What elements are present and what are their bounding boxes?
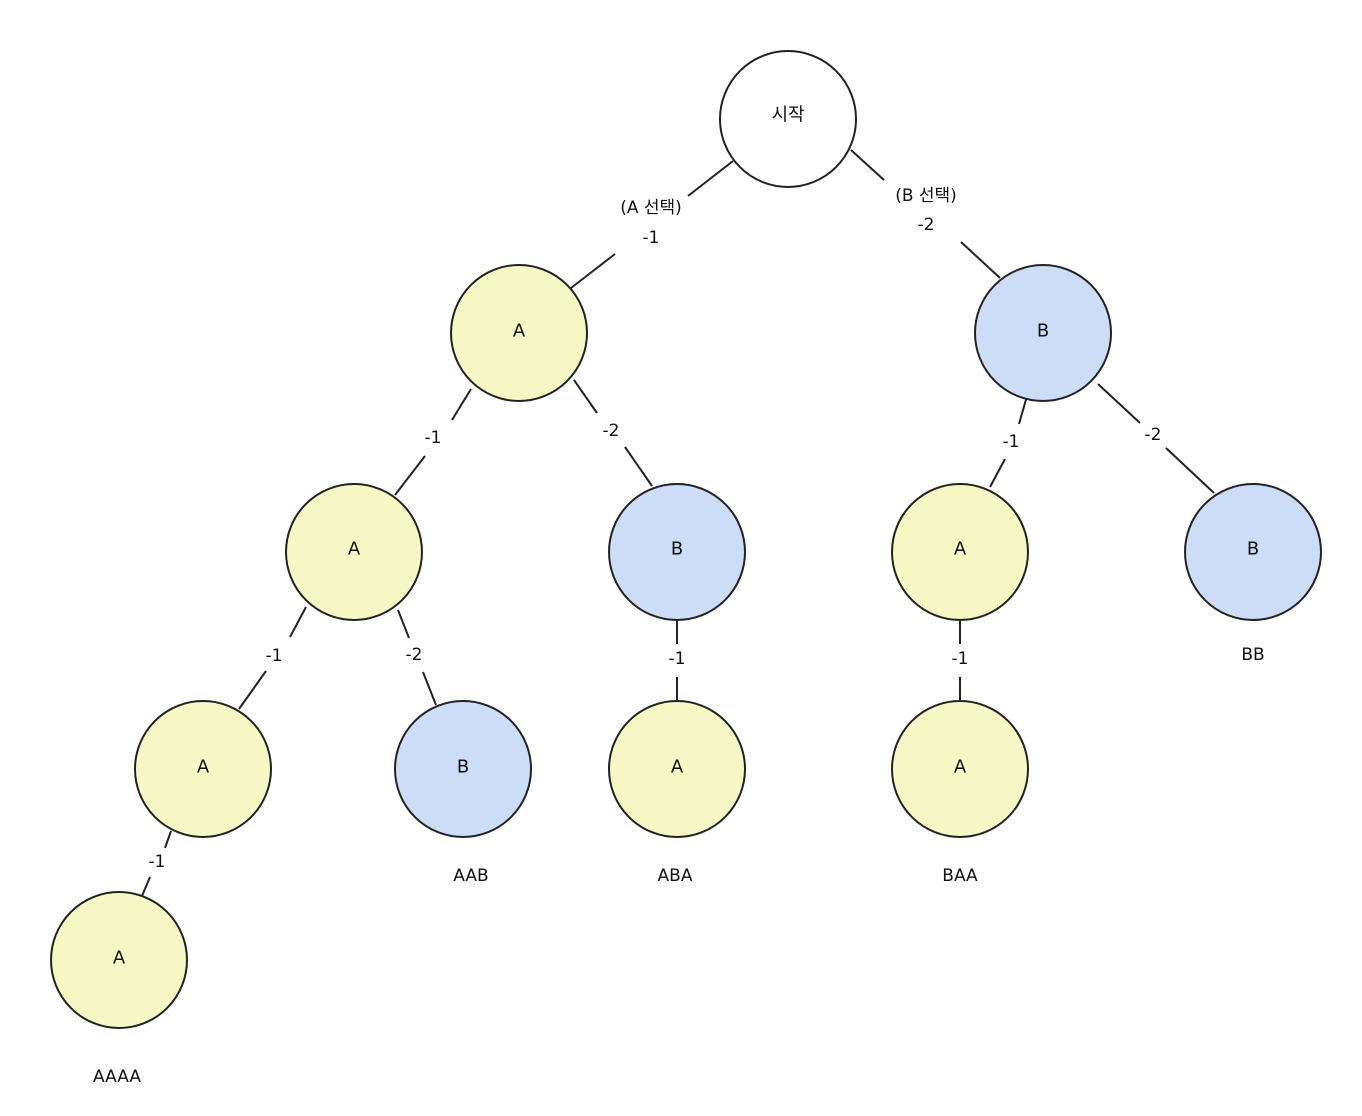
edge-label-b-bb: -2 — [1145, 425, 1162, 445]
node-aba-label: A — [671, 757, 684, 778]
node-aa-label: A — [348, 539, 361, 560]
edge-b-ba-upper — [1018, 395, 1028, 425]
node-bb-label: B — [1247, 539, 1259, 560]
node-ab-circle — [608, 483, 746, 621]
node-aab: B — [394, 700, 532, 838]
edge-label-aaa-aaaa: -1 — [149, 852, 166, 872]
edge-start-a-upper — [687, 160, 734, 197]
node-bb-circle — [1184, 483, 1322, 621]
leaf-label-aab: AAB — [453, 866, 488, 886]
leaf-labels: AAAA AAB ABA BAA BB — [93, 645, 1265, 1087]
node-start: 시작 — [719, 50, 857, 188]
node-start-label: 시작 — [771, 105, 804, 126]
edge-start-a-lower — [570, 253, 616, 289]
node-a-label: A — [513, 321, 526, 342]
edge-a-aa-upper — [451, 388, 472, 421]
leaf-label-aba: ABA — [658, 866, 693, 886]
node-ab: B — [608, 483, 746, 621]
leaf-label-bb: BB — [1241, 645, 1264, 665]
edge-aa-aab-upper — [397, 609, 410, 639]
edge-start-b-lower — [960, 241, 1001, 279]
edge-label-start-a-choice: (A 선택) — [620, 198, 682, 218]
node-a-circle — [450, 264, 588, 402]
node-aaaa-label: A — [113, 948, 126, 969]
edge-aaa-aaaa-upper — [164, 830, 172, 849]
node-b: B — [974, 264, 1112, 402]
edge-aa-aaa-upper — [289, 606, 307, 638]
node-baa-circle — [891, 700, 1029, 838]
node-aaaa: A — [50, 891, 188, 1029]
edge-b-bb-upper — [1097, 383, 1141, 424]
leaf-label-baa: BAA — [942, 866, 978, 886]
edge-aaa-aaaa-lower — [141, 876, 151, 897]
node-baa: A — [891, 700, 1029, 838]
edge-label-ba-baa: -1 — [952, 649, 969, 669]
edge-b-ba-lower — [989, 458, 1006, 488]
node-aba: A — [608, 700, 746, 838]
node-bb: B — [1184, 483, 1322, 621]
node-b-label: B — [1037, 321, 1049, 342]
edge-labels: (A 선택) -1 (B 선택) -2 -1 -2 -1 -2 -1 -2 -1… — [149, 186, 1162, 872]
node-ba: A — [891, 483, 1029, 621]
edge-label-aa-aab: -2 — [406, 645, 423, 665]
node-ab-label: B — [671, 539, 683, 560]
edge-label-aa-aaa: -1 — [266, 646, 283, 666]
node-aaa: A — [134, 700, 272, 838]
edge-a-ab-lower — [624, 446, 653, 487]
node-ba-label: A — [954, 539, 967, 560]
edge-b-bb-lower — [1165, 447, 1215, 494]
edge-label-a-aa: -1 — [425, 428, 442, 448]
edge-aa-aaa-lower — [238, 670, 267, 710]
node-aaa-label: A — [197, 757, 210, 778]
edge-start-b-upper — [850, 149, 885, 181]
node-ba-circle — [891, 483, 1029, 621]
node-aa-circle — [285, 483, 423, 621]
edge-a-aa-lower — [394, 455, 426, 496]
node-aba-circle — [608, 700, 746, 838]
edge-label-start-b-choice: (B 선택) — [895, 186, 957, 206]
edge-a-ab-upper — [573, 379, 598, 414]
edge-label-b-ba: -1 — [1003, 432, 1020, 452]
node-a: A — [450, 264, 588, 402]
node-aab-label: B — [457, 757, 469, 778]
edges — [141, 149, 1215, 897]
node-start-circle — [719, 50, 857, 188]
node-aab-circle — [394, 700, 532, 838]
edge-label-start-b-cost: -2 — [918, 215, 935, 235]
node-b-circle — [974, 264, 1112, 402]
node-baa-label: A — [954, 757, 967, 778]
node-aaaa-circle — [50, 891, 188, 1029]
edge-label-start-a-cost: -1 — [643, 228, 660, 248]
edge-label-ab-aba: -1 — [669, 649, 686, 669]
nodes: 시작 A B A B A B A — [50, 50, 1322, 1029]
edge-label-a-ab: -2 — [603, 421, 620, 441]
node-aaa-circle — [134, 700, 272, 838]
edge-aa-aab-lower — [422, 671, 437, 706]
leaf-label-aaaa: AAAA — [93, 1067, 141, 1087]
node-aa: A — [285, 483, 423, 621]
